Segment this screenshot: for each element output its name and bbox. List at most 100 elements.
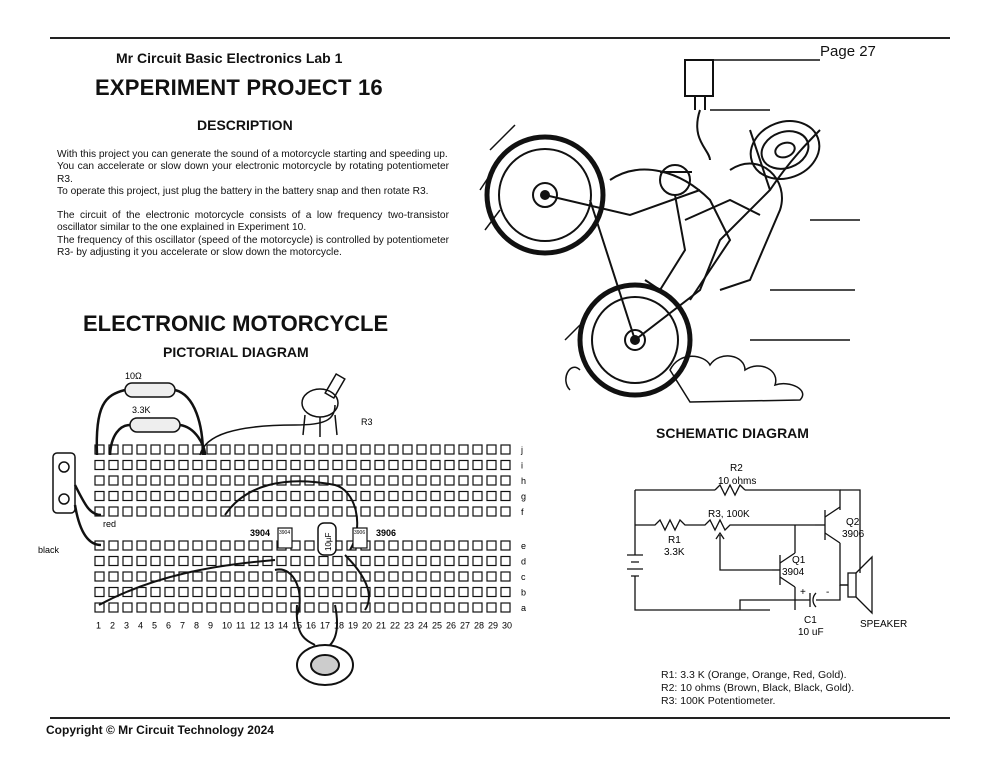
breadboard-hole (486, 506, 497, 517)
breadboard-hole (122, 571, 133, 582)
breadboard-hole (360, 459, 371, 471)
breadboard-hole (472, 602, 483, 613)
breadboard-hole (458, 586, 469, 598)
breadboard-row-label: g (521, 492, 526, 502)
note-line: R3: 100K Potentiometer. (661, 695, 776, 707)
breadboard-hole (234, 444, 245, 455)
breadboard-hole (346, 459, 357, 471)
breadboard-hole (192, 555, 203, 567)
transistor-q1: 3904 (277, 527, 293, 549)
breadboard-hole (164, 540, 175, 551)
breadboard-hole (220, 459, 231, 471)
breadboard-hole (164, 586, 175, 598)
breadboard-hole (374, 444, 385, 455)
breadboard-hole (192, 490, 203, 502)
breadboard-hole (220, 490, 231, 502)
breadboard-hole (150, 459, 161, 471)
breadboard-hole (262, 602, 273, 613)
schematic-c1-name: C1 (804, 615, 817, 626)
breadboard-column-label: 2 (110, 621, 115, 631)
breadboard-column-label: 20 (362, 621, 372, 631)
breadboard-hole (150, 490, 161, 502)
breadboard-hole (318, 571, 329, 582)
schematic-q2-value: 3906 (842, 529, 865, 540)
breadboard-column-label: 12 (250, 621, 260, 631)
breadboard-hole (332, 459, 343, 471)
breadboard-hole (472, 540, 483, 551)
breadboard-hole (290, 506, 301, 517)
breadboard-hole (500, 459, 511, 471)
breadboard-hole (402, 571, 413, 582)
breadboard-hole (276, 459, 287, 471)
description-paragraph: The circuit of the electronic motorcycle… (57, 210, 449, 234)
breadboard-hole (122, 490, 133, 502)
breadboard-hole (486, 555, 497, 567)
breadboard-hole (248, 540, 259, 551)
breadboard-hole (122, 444, 133, 455)
breadboard-hole (164, 490, 175, 502)
breadboard-hole (402, 555, 413, 567)
description-paragraph: To operate this project, just plug the b… (57, 185, 429, 197)
breadboard-hole (164, 506, 175, 517)
breadboard-row-label: i (521, 461, 523, 471)
breadboard-column-label: 25 (432, 621, 442, 631)
breadboard-column-label: 5 (152, 621, 157, 631)
schematic-r3-label: R3, 100K (708, 509, 750, 520)
breadboard-hole (94, 571, 105, 582)
breadboard-hole (220, 586, 231, 598)
schematic-r2-name: R2 (730, 463, 743, 474)
breadboard-hole (388, 444, 399, 455)
resistor-notes: R1: 3.3 K (Orange, Orange, Red, Gold). R… (661, 669, 854, 708)
breadboard-hole (192, 459, 203, 471)
breadboard-hole (248, 602, 259, 613)
battery-snap (52, 452, 102, 547)
breadboard-hole (416, 490, 427, 502)
breadboard-hole (430, 571, 441, 582)
breadboard-hole (360, 444, 371, 455)
breadboard-hole (416, 602, 427, 613)
breadboard-hole (360, 586, 371, 598)
breadboard-hole (304, 506, 315, 517)
breadboard-hole (346, 571, 357, 582)
breadboard-hole (318, 459, 329, 471)
breadboard-hole (276, 490, 287, 502)
transistor-q2: 3906 (352, 527, 368, 549)
breadboard-hole (248, 506, 259, 517)
breadboard-hole (374, 506, 385, 517)
breadboard-hole (388, 571, 399, 582)
breadboard-hole (276, 555, 287, 567)
breadboard-hole (108, 571, 119, 582)
description-text: With this project you can generate the s… (57, 149, 449, 271)
breadboard-hole (472, 506, 483, 517)
breadboard-hole (234, 459, 245, 471)
description-paragraph: With this project you can generate the s… (57, 149, 448, 160)
breadboard-hole (206, 602, 217, 613)
breadboard-hole (500, 571, 511, 582)
speaker (295, 604, 354, 686)
breadboard-hole (122, 475, 133, 486)
breadboard-hole (318, 444, 329, 455)
breadboard-row-label: j (520, 445, 523, 455)
breadboard-hole (430, 602, 441, 613)
breadboard-hole (150, 586, 161, 598)
breadboard-row-label: c (521, 572, 526, 582)
breadboard-column-label: 8 (194, 621, 199, 631)
breadboard-hole (472, 444, 483, 455)
breadboard-hole (332, 506, 343, 517)
breadboard-hole (402, 444, 413, 455)
capacitor-label: 10µF (324, 532, 333, 551)
breadboard-hole (374, 571, 385, 582)
breadboard-hole (374, 555, 385, 567)
breadboard-row-label: b (521, 588, 526, 598)
breadboard-column-label: 21 (376, 621, 386, 631)
breadboard-hole (220, 506, 231, 517)
capacitor: 10µF (317, 522, 337, 556)
breadboard-hole (290, 444, 301, 455)
schematic-heading: SCHEMATIC DIAGRAM (656, 425, 809, 441)
breadboard-column-label: 3 (124, 621, 129, 631)
breadboard-hole (318, 506, 329, 517)
schematic-q2-name: Q2 (846, 517, 860, 528)
breadboard-hole (136, 586, 147, 598)
breadboard-hole (472, 586, 483, 598)
breadboard-hole (360, 506, 371, 517)
